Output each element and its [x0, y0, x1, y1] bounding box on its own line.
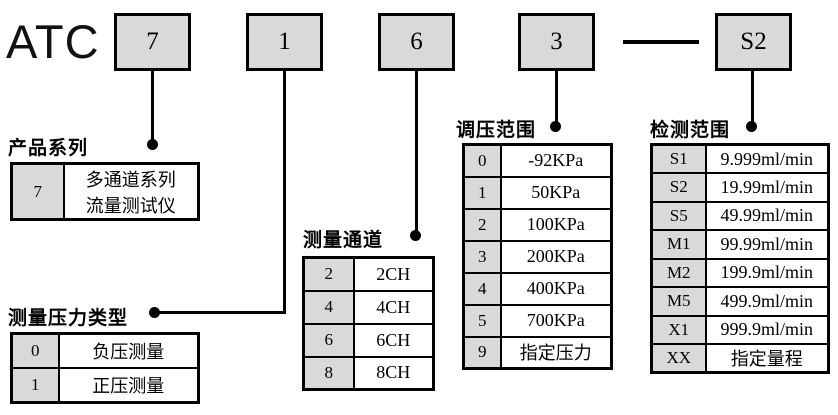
- code-cell: 0: [462, 143, 502, 178]
- value-cell: 49.99ml/min: [704, 200, 830, 231]
- value-cell: 8CH: [352, 355, 435, 391]
- value-cell: 正压测量: [57, 367, 200, 404]
- table-row: 2 2CH: [302, 256, 435, 292]
- title-channels: 测量通道: [303, 230, 384, 251]
- value-cell: 指定量程: [704, 343, 830, 374]
- value-cell: 4CH: [352, 289, 435, 325]
- code-box-pressure-type: 1: [246, 13, 323, 71]
- code-cell: 1: [462, 175, 502, 210]
- table-row: 6 6CH: [302, 322, 435, 358]
- code-cell: S5: [650, 200, 707, 231]
- dot-series: [147, 139, 158, 150]
- pressure-range-table: 0 -92KPa 1 50KPa 2 100KPa 3 200KPa 4 400…: [462, 143, 613, 370]
- code-cell: 2: [462, 207, 502, 242]
- dot-pressure-type: [149, 307, 160, 318]
- model-prefix: ATC: [6, 15, 100, 68]
- value-cell: 负压测量: [57, 332, 200, 369]
- value-cell: 999.9ml/min: [704, 314, 830, 345]
- table-row: 8 8CH: [302, 355, 435, 391]
- value-cell: 19.99ml/min: [704, 172, 830, 203]
- table-row: 2 100KPa: [462, 207, 613, 242]
- table-row: 4 400KPa: [462, 271, 613, 306]
- code-box-detection-range: S2: [715, 13, 792, 71]
- code-cell: 5: [462, 303, 502, 338]
- pressure-type-table: 0 负压测量 1 正压测量: [10, 332, 200, 404]
- code-box-channels: 6: [378, 13, 455, 71]
- table-row: M2 199.9ml/min: [650, 257, 830, 288]
- value-cell: 100KPa: [499, 207, 613, 242]
- connector-pressure-type-vert: [283, 70, 286, 314]
- value-cell: 400KPa: [499, 271, 613, 306]
- table-row: XX 指定量程: [650, 343, 830, 374]
- separator-dash: [623, 40, 699, 44]
- code-cell: 0: [10, 332, 60, 369]
- value-cell: 多通道系列 流量测试仪: [62, 162, 200, 221]
- table-row: S1 9.999ml/min: [650, 143, 830, 174]
- dot-channels: [410, 230, 421, 241]
- value-cell: 50KPa: [499, 175, 613, 210]
- code-cell: 2: [302, 256, 355, 292]
- code-box-series: 7: [114, 13, 191, 71]
- value-cell: 指定压力: [499, 335, 613, 370]
- product-series-table: 7 多通道系列 流量测试仪: [10, 162, 200, 221]
- table-row: S5 49.99ml/min: [650, 200, 830, 231]
- connector-pressure-range: [555, 70, 558, 125]
- value-cell: 6CH: [352, 322, 435, 358]
- title-pressure-range: 调压范围: [456, 120, 537, 141]
- value-cell: 2CH: [352, 256, 435, 292]
- table-row: S2 19.99ml/min: [650, 172, 830, 203]
- code-cell: 8: [302, 355, 355, 391]
- title-product-series: 产品系列: [8, 138, 89, 159]
- connector-channels: [415, 70, 418, 234]
- table-row: 1 正压测量: [10, 367, 200, 404]
- connector-series: [151, 70, 154, 142]
- code-cell: M5: [650, 286, 707, 317]
- code-cell: 1: [10, 367, 60, 404]
- table-row: 3 200KPa: [462, 239, 613, 274]
- value-cell: 9.999ml/min: [704, 143, 830, 174]
- table-row: 9 指定压力: [462, 335, 613, 370]
- table-row: M1 99.99ml/min: [650, 229, 830, 260]
- code-cell: 4: [302, 289, 355, 325]
- table-row: 4 4CH: [302, 289, 435, 325]
- connector-pressure-type-horiz: [155, 311, 286, 314]
- dot-detection-range: [746, 121, 757, 132]
- table-row: 0 负压测量: [10, 332, 200, 369]
- code-cell: M1: [650, 229, 707, 260]
- code-cell: XX: [650, 343, 707, 374]
- table-row: M5 499.9ml/min: [650, 286, 830, 317]
- table-row: 1 50KPa: [462, 175, 613, 210]
- code-cell: S2: [650, 172, 707, 203]
- code-cell: 7: [10, 162, 65, 221]
- value-cell: 200KPa: [499, 239, 613, 274]
- channels-table: 2 2CH 4 4CH 6 6CH 8 8CH: [302, 256, 435, 391]
- title-pressure-type: 测量压力类型: [8, 308, 129, 329]
- table-row: X1 999.9ml/min: [650, 314, 830, 345]
- code-cell: 3: [462, 239, 502, 274]
- value-cell: 499.9ml/min: [704, 286, 830, 317]
- code-box-pressure-range: 3: [518, 13, 595, 71]
- code-cell: X1: [650, 314, 707, 345]
- detection-range-table: S1 9.999ml/min S2 19.99ml/min S5 49.99ml…: [650, 143, 830, 374]
- code-cell: 6: [302, 322, 355, 358]
- table-row: 7 多通道系列 流量测试仪: [10, 162, 200, 221]
- value-cell: -92KPa: [499, 143, 613, 178]
- code-cell: 9: [462, 335, 502, 370]
- title-detection-range: 检测范围: [650, 120, 731, 141]
- code-cell: 4: [462, 271, 502, 306]
- dot-pressure-range: [550, 121, 561, 132]
- value-cell: 99.99ml/min: [704, 229, 830, 260]
- table-row: 0 -92KPa: [462, 143, 613, 178]
- code-cell: M2: [650, 257, 707, 288]
- table-row: 5 700KPa: [462, 303, 613, 338]
- value-cell: 199.9ml/min: [704, 257, 830, 288]
- value-cell: 700KPa: [499, 303, 613, 338]
- code-cell: S1: [650, 143, 707, 174]
- connector-detection-range: [751, 70, 754, 125]
